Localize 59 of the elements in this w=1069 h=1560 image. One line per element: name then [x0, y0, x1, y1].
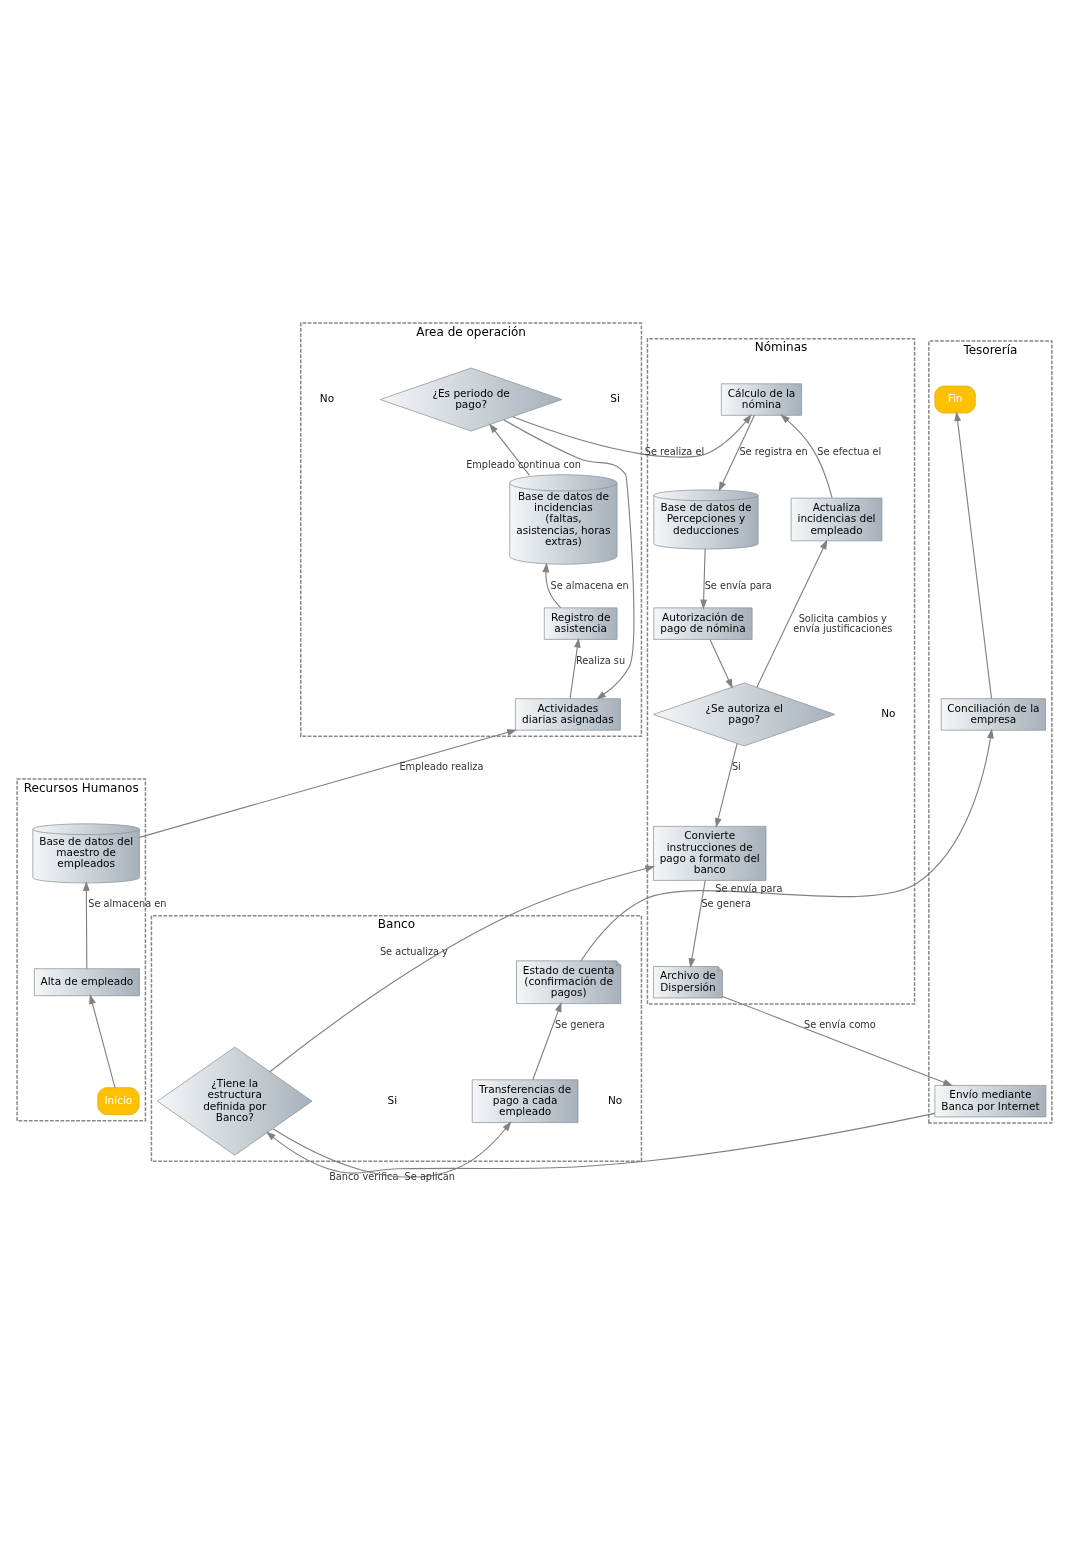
edge-label: Se actualiza y — [379, 946, 448, 958]
arrow — [265, 1112, 936, 1174]
edge-label: Si — [731, 761, 741, 773]
node-box: Fin — [934, 385, 976, 414]
label: No — [608, 1093, 623, 1106]
edge-label: Se envía para — [704, 579, 772, 591]
edge-label: Se aplican — [404, 1170, 456, 1182]
edge-label: Se almacena en — [88, 898, 167, 910]
arrow — [688, 879, 706, 969]
node-box: Alta de empleado — [34, 968, 140, 997]
edge-label: Se genera — [555, 1018, 605, 1030]
arrow — [780, 414, 833, 499]
arrow — [138, 729, 517, 838]
node-box: Actividades diarias asignadas — [515, 698, 621, 731]
arrow — [569, 637, 581, 700]
arrow — [718, 414, 755, 492]
edge-label: Se registra en — [739, 446, 808, 458]
arrow — [715, 742, 738, 828]
node-box: Cálculo de la nómina — [720, 383, 802, 416]
edge-label: Empleado realiza — [399, 761, 484, 773]
node-box: Transferencias de pago a cada empleado — [471, 1079, 579, 1123]
arrow — [580, 728, 994, 962]
arrow — [709, 639, 733, 689]
edge-label: Se almacena en — [550, 579, 629, 591]
node-box: Envío mediante Banca por Internet — [934, 1085, 1047, 1118]
arrow — [489, 423, 531, 476]
edge-label: Se envía como — [804, 1018, 876, 1030]
node-box: Autorización de pago de nómina — [653, 607, 753, 640]
node-box: Actualiza incidencias del empleado — [790, 497, 883, 542]
arrow — [532, 1002, 562, 1081]
node-box: Registro de asistencia — [543, 607, 618, 640]
node-diamond: ¿Tiene la estructura definida por Banco? — [157, 1046, 313, 1156]
edge-label: Se genera — [701, 898, 752, 910]
label: Si — [610, 392, 620, 405]
label: No — [319, 392, 335, 405]
arrow — [721, 995, 954, 1086]
arrow — [542, 562, 562, 609]
arrow — [756, 539, 828, 688]
arrow — [512, 414, 752, 458]
node-box: Convierte instrucciones de pago a formato del banco — [653, 826, 767, 881]
arrow — [269, 865, 656, 1073]
edge-label: Realiza su — [575, 654, 626, 666]
edge-label: Se efectua el — [817, 446, 882, 458]
label: Si — [387, 1093, 398, 1106]
edge-label: Se realiza el — [644, 446, 705, 458]
edge-label: Solicita cambios y envía justificaciones — [793, 612, 893, 635]
label: No — [881, 707, 896, 720]
node-box: Inicio — [97, 1087, 140, 1116]
edge-label: Banco verifica — [329, 1170, 399, 1182]
arrow — [272, 1121, 512, 1178]
arrow — [89, 994, 116, 1089]
edge-label: Se envía para — [715, 882, 783, 894]
arrow — [700, 548, 708, 610]
edge-label: Empleado continua con — [466, 458, 581, 470]
arrow — [503, 419, 635, 700]
node-diamond: ¿Se autoriza el pago? — [653, 682, 836, 747]
node-box: Conciliación de la empresa — [940, 698, 1046, 731]
arrow — [82, 881, 90, 970]
arrow — [954, 411, 993, 700]
